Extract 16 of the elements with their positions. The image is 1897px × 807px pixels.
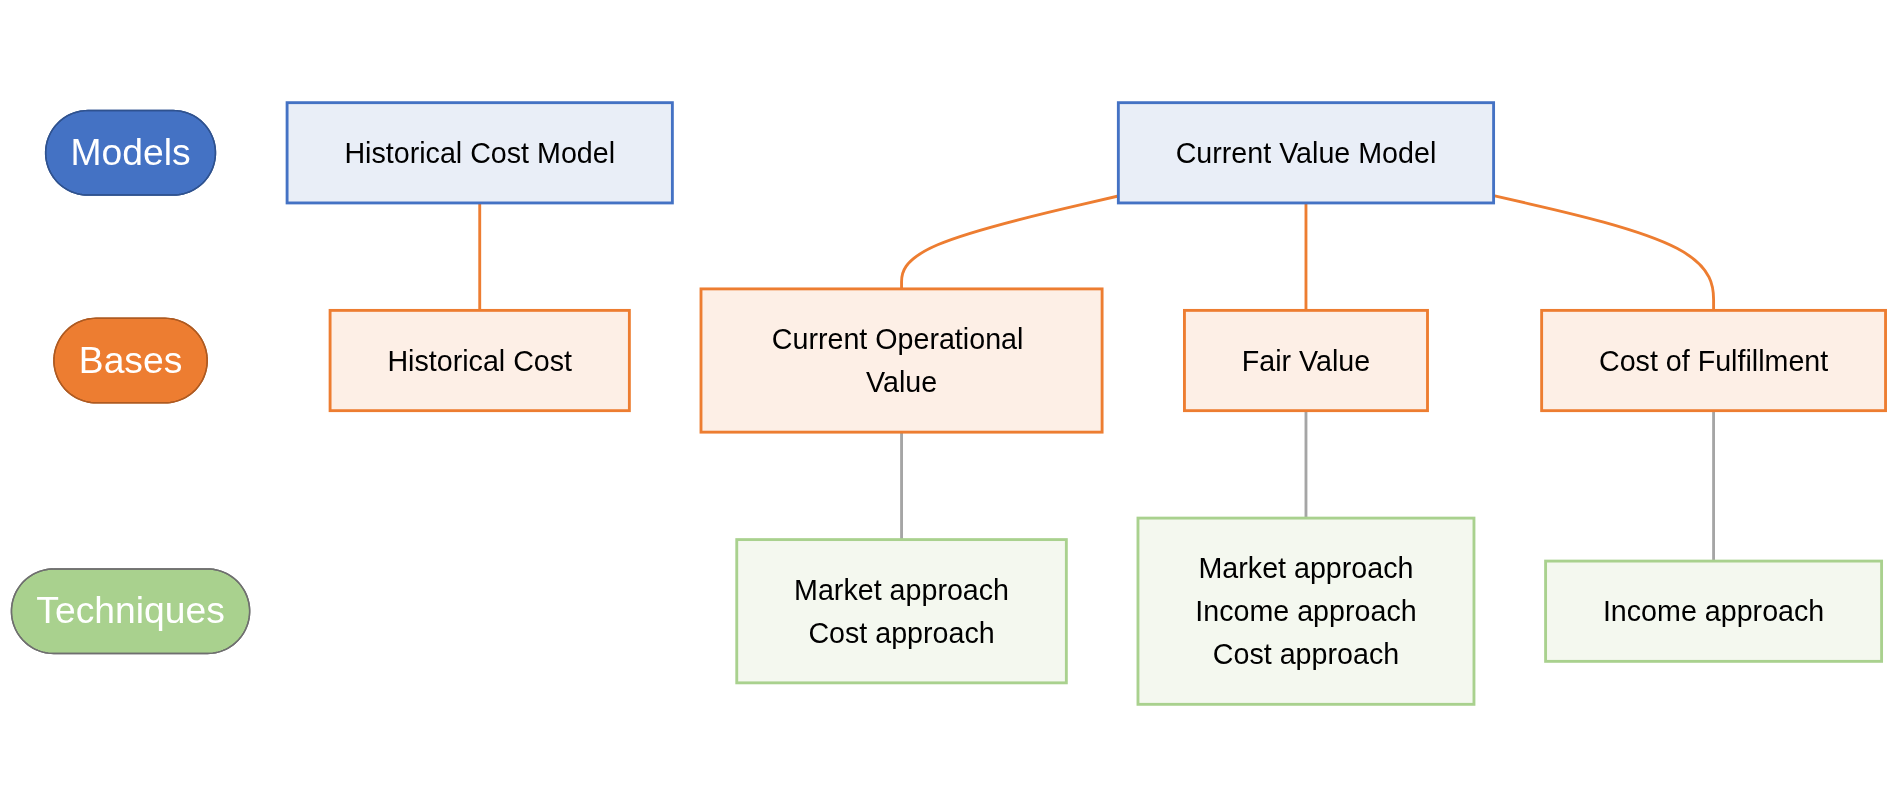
connector: [1493, 194, 1716, 311]
connector: [1304, 202, 1308, 311]
node-box: Income approach: [1544, 559, 1884, 663]
node-box: Historical Cost Model: [285, 101, 674, 205]
node-box: Market approach Cost approach: [735, 538, 1068, 685]
node-box: Cost of Fulfillment: [1540, 308, 1887, 413]
node-box: Market approach Income approach Cost approach: [1136, 516, 1476, 706]
connector: [900, 194, 1119, 289]
connector: [1304, 410, 1308, 519]
connector: [1712, 410, 1716, 562]
connector: [900, 432, 903, 540]
node-box: Current Operational Value: [699, 287, 1104, 434]
connector: [478, 202, 482, 311]
node-box: Current Value Model: [1116, 101, 1496, 205]
node-box: Historical Cost: [328, 308, 631, 413]
node-box: Fair Value: [1183, 308, 1429, 413]
